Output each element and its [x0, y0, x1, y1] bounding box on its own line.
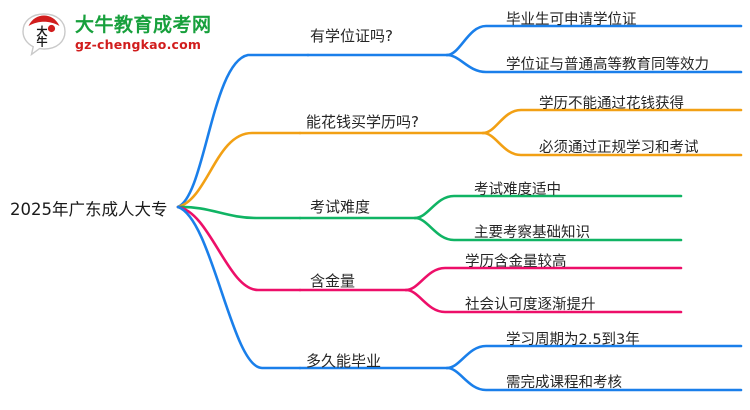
leaf-label-3-2[interactable]: 主要考察基础知识	[474, 225, 590, 241]
leaf-label-4-2[interactable]: 社会认可度逐渐提升	[465, 297, 596, 313]
leaf-label-3-1[interactable]: 考试难度适中	[474, 182, 561, 198]
svg-text:大: 大	[37, 24, 48, 38]
branch-stem-5	[176, 205, 302, 370]
logo-title: 大牛教育成考网	[75, 14, 212, 37]
leaf-label-1-1[interactable]: 毕业生可申请学位证	[506, 12, 637, 28]
leaf-label-5-2[interactable]: 需完成课程和考核	[506, 375, 622, 391]
branch-label-4[interactable]: 含金量	[310, 272, 356, 290]
leaf-label-4-1[interactable]: 学历含金量较高	[465, 254, 567, 270]
leaf-label-1-2[interactable]: 学位证与普通高等教育同等效力	[506, 57, 709, 73]
svg-text:牛: 牛	[37, 35, 48, 49]
branch-stem-1	[176, 53, 310, 209]
leaf-label-5-1[interactable]: 学习周期为2.5到3年	[506, 332, 640, 348]
leaf-link-1-2	[445, 53, 743, 74]
leaf-link-4-1	[404, 266, 683, 292]
branch-label-3[interactable]: 考试难度	[310, 198, 371, 216]
branch-stem-2	[176, 131, 302, 209]
leaf-label-2-2[interactable]: 必须通过正规学习和考试	[539, 140, 699, 156]
leaf-link-2-2	[481, 131, 743, 157]
logo-badge-icon: 大 牛	[20, 11, 68, 57]
branch-stem-4	[176, 205, 302, 292]
leaf-link-3-1	[413, 194, 683, 220]
leaf-link-5-2	[445, 366, 743, 392]
leaf-label-2-1[interactable]: 学历不能通过花钱获得	[539, 96, 684, 112]
logo-domain: gz-chengkao.com	[75, 37, 202, 53]
leaf-link-3-2	[413, 216, 683, 242]
branch-stem-3	[176, 205, 302, 220]
leaf-link-5-1	[445, 344, 743, 370]
leaf-link-1-1	[445, 24, 743, 57]
branch-label-5[interactable]: 多久能毕业	[306, 352, 382, 370]
leaf-link-2-1	[481, 108, 743, 135]
leaf-link-4-2	[404, 288, 683, 314]
root-node-label[interactable]: 2025年广东成人大专	[10, 200, 168, 219]
branch-label-2[interactable]: 能花钱买学历吗?	[306, 113, 419, 131]
site-logo: 大 牛 大牛教育成考网 gz-chengkao.com	[20, 11, 212, 57]
branch-label-1[interactable]: 有学位证吗?	[310, 27, 393, 45]
